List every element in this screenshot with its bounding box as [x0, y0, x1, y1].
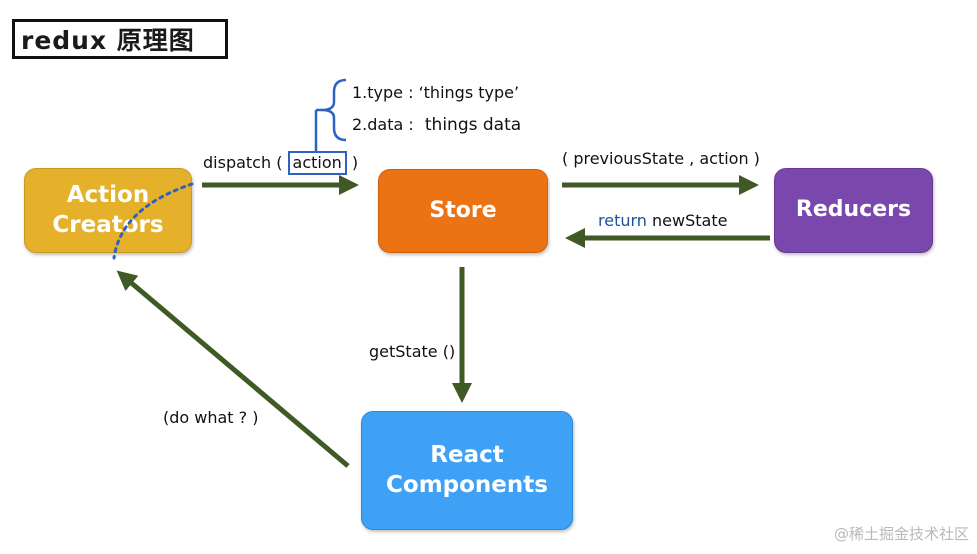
return-value: newState [652, 211, 728, 230]
dispatch-label: dispatch ( action ) [203, 151, 358, 175]
reduce-call-label: ( previousState , action ) [562, 149, 760, 168]
get-state-label: getState () [369, 342, 456, 361]
dispatch-action-arg: action [287, 151, 347, 175]
reducers-node: Reducers [774, 168, 933, 253]
diagram-title: redux 原理图 [12, 19, 228, 59]
watermark: @稀土掘金技术社区 [833, 525, 969, 543]
return-keyword: return [598, 211, 647, 230]
action-data-field: 2.data : things data [352, 115, 521, 135]
react-components-label: React Components [386, 441, 548, 498]
action-fields-brace [314, 78, 347, 152]
action-data-value: things data [424, 115, 522, 135]
react-components-node: React Components [361, 411, 573, 530]
dispatch-suffix: ) [351, 153, 359, 172]
action-creators-label: Action Creators [52, 181, 164, 238]
store-label: Store [429, 197, 497, 223]
action-type-field: 1.type : ‘things type’ [352, 83, 520, 102]
action-creators-node: Action Creators [24, 168, 192, 253]
do-what-label: (do what ? ) [163, 408, 259, 427]
return-new-state-label: return newState [598, 211, 727, 230]
dotted-arc [112, 182, 194, 260]
reducers-label: Reducers [795, 197, 912, 223]
store-node: Store [378, 169, 548, 253]
dispatch-prefix: dispatch ( [203, 153, 283, 172]
action-data-key: 2.data : [352, 115, 414, 134]
do-what-arrow [116, 270, 350, 468]
